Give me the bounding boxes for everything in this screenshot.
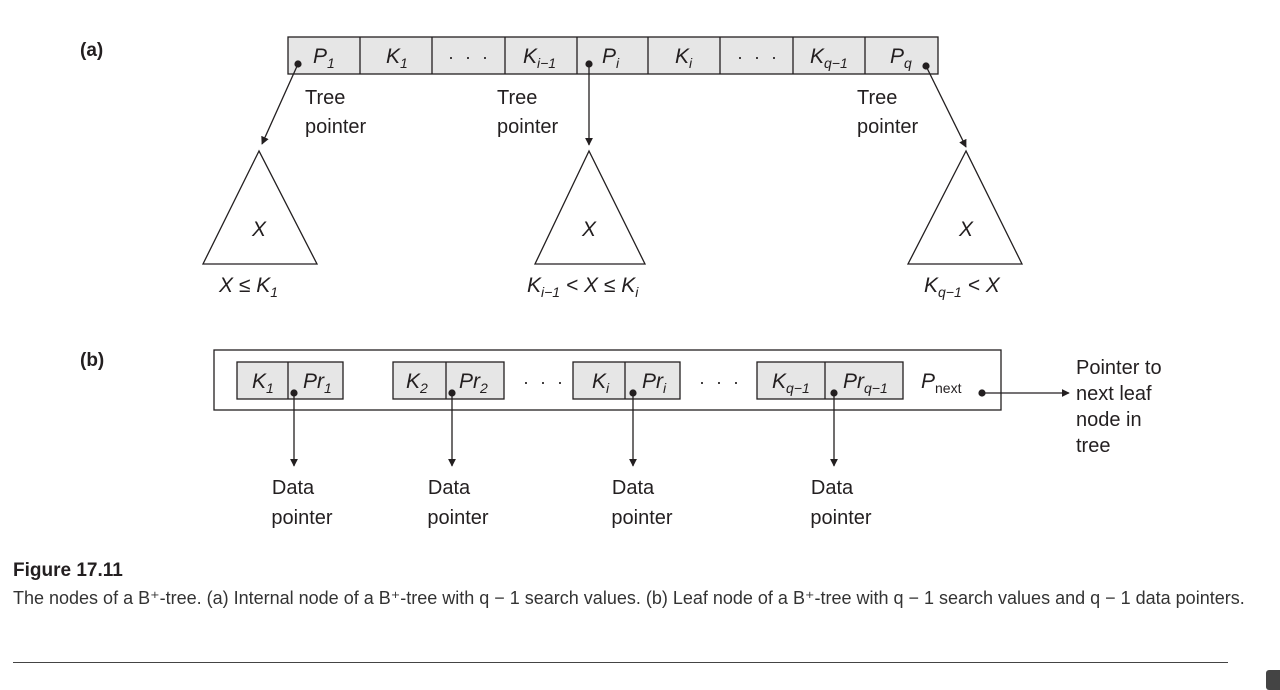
leaf-ellipsis-1: · · · — [523, 372, 566, 392]
leaf-ellipsis-2: · · · — [699, 372, 742, 392]
cell-k-i: Ki — [675, 45, 693, 71]
subtree-triangle-2 — [533, 149, 647, 265]
figure-caption-text: The nodes of a B⁺-tree. (a) Internal nod… — [13, 588, 1245, 608]
horizontal-rule — [13, 662, 1228, 663]
leaf-pair-q-minus-1 — [756, 361, 904, 400]
cell-ellipsis-1: · · · — [448, 47, 491, 67]
cell-k1: K1 — [386, 45, 408, 71]
subtree-label-1: X — [251, 218, 267, 241]
subtree-label-3: X — [958, 218, 974, 241]
leaf-pair-i — [572, 361, 681, 400]
figure-title: Figure 17.11 — [13, 560, 123, 581]
subtree-triangle-3 — [906, 149, 1024, 265]
leaf-key-2: K2 — [406, 370, 428, 396]
cell-k-q-minus-1: Kq−1 — [810, 45, 848, 71]
cell-k-i-minus-1: Ki−1 — [523, 45, 556, 71]
next-leaf-label: Pointer to next leaf node in tree — [1076, 357, 1167, 457]
section-b-label: (b) — [80, 350, 104, 371]
leaf-key-i: Ki — [592, 370, 610, 396]
leaf-record-pointer-1: Pr1 — [303, 370, 332, 396]
leaf-key-1: K1 — [252, 370, 274, 396]
subtree-triangle-1 — [201, 149, 319, 265]
subtree-condition-3: Kq−1 < X — [924, 274, 1001, 300]
tree-pointer-arrow-1 — [261, 63, 299, 145]
cell-ellipsis-2: · · · — [737, 47, 780, 67]
subtree-label-2: X — [581, 218, 597, 241]
cell-p-q: Pq — [890, 45, 912, 71]
page-corner-marker — [1266, 670, 1280, 690]
internal-node: P1 K1 · · · Ki−1 Pi Ki · · · Kq−1 Pq — [287, 36, 939, 75]
cell-p-i: Pi — [602, 45, 620, 71]
leaf-pair-1 — [236, 361, 344, 400]
leaf-record-pointer-i: Pri — [642, 370, 667, 396]
subtree-condition-1: X ≤ K1 — [218, 274, 278, 300]
leaf-next-pointer: Pnext — [921, 370, 962, 396]
leaf-key-q-minus-1: Kq−1 — [772, 370, 810, 396]
subtree-condition-2: Ki−1 < X ≤ Ki — [527, 274, 639, 300]
cell-p1: P1 — [313, 45, 335, 71]
leaf-record-pointer-2: Pr2 — [459, 370, 488, 396]
figure-caption: Figure 17.11 The nodes of a B⁺-tree. (a)… — [13, 560, 1253, 611]
tree-pointer-arrow-3 — [925, 65, 967, 148]
leaf-node: K1 Pr1 K2 Pr2 · · · Ki Pri · · · Kq−1 Pr… — [213, 349, 1002, 411]
bplus-tree-diagram: (a) (b) P1 K1 · · · Ki−1 Pi Ki · · · Kq−… — [80, 36, 1167, 529]
section-a-label: (a) — [80, 40, 103, 61]
leaf-record-pointer-q-minus-1: Prq−1 — [843, 370, 888, 396]
